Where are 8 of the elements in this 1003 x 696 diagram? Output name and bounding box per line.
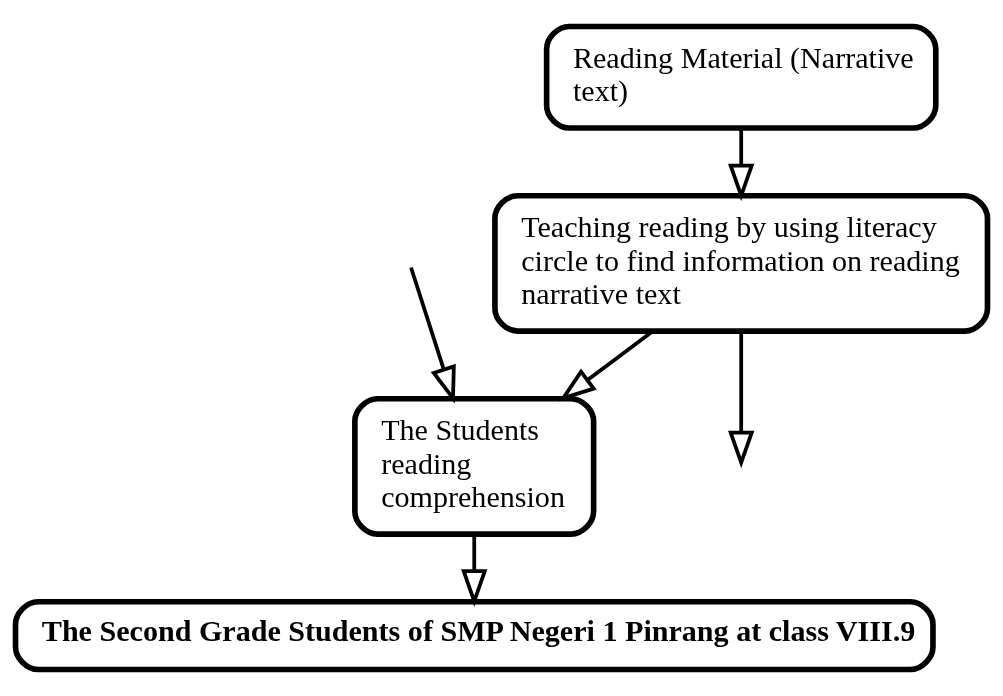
arrow [461,534,488,607]
node-box: The Second Grade Students of SMP Negeri 1 Pinrang at class VIII.9 [12,598,936,673]
arrow [728,128,755,202]
node-box: Reading Material (Narrative text) [543,23,939,131]
node-box: Teaching reading by using literacy circle to find information on reading narrative text [492,192,991,334]
node-box: The Students reading comprehension [352,395,597,537]
arrow [409,266,456,404]
arrow [728,331,755,469]
